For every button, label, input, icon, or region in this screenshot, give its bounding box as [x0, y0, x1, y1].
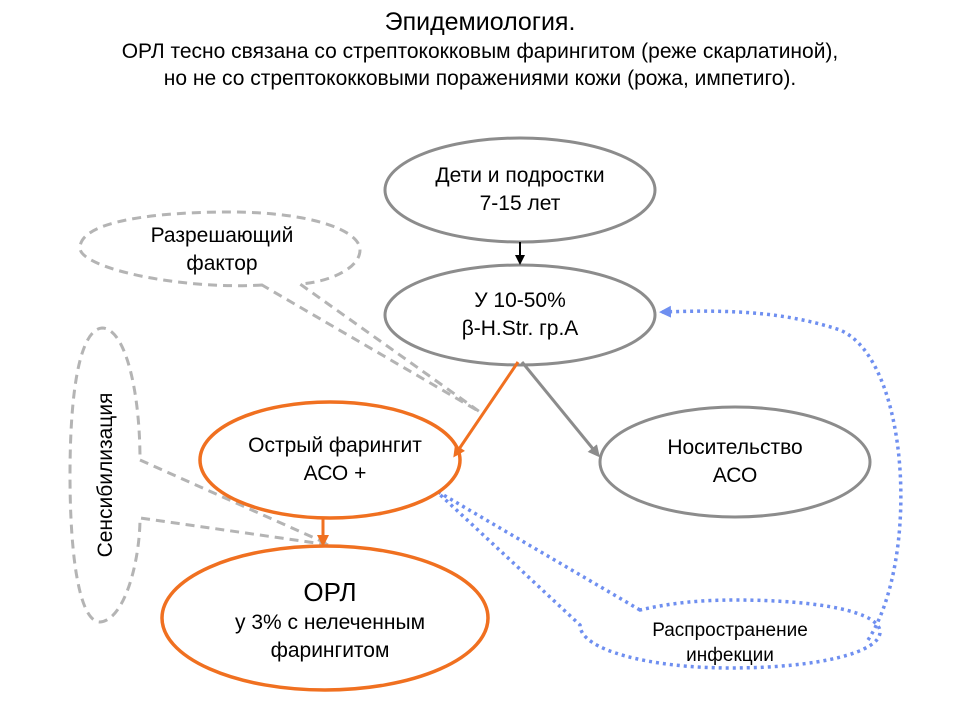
- sensitization-callout: [68, 326, 331, 624]
- arrow-strep-to-carriage: [520, 361, 600, 458]
- carriage-label-line1: Носительство: [667, 436, 803, 459]
- children-label-line1: Дети и подростки: [435, 164, 605, 187]
- subtitle-line-1: ОРЛ тесно связана со стрептококковым фар…: [121, 40, 839, 63]
- children-label: Дети и подростки 7-15 лет: [435, 162, 604, 218]
- children-label-line2: 7-15 лет: [479, 192, 561, 215]
- arrow-strep-to-pharyngitis: [453, 361, 520, 458]
- slide-title: Эпидемиология.: [384, 8, 576, 36]
- carriage-label-line2: АСО: [712, 464, 758, 487]
- carriage-label: Носительство АСО: [667, 434, 802, 490]
- pharyngitis-label-line1: Острый фарингит: [248, 434, 422, 457]
- spread-return-arrow: [659, 305, 903, 641]
- resolving-factor-label: Разрешающий фактор: [151, 222, 294, 278]
- carriage-node: [598, 405, 872, 519]
- resolving-factor-line2: фактор: [186, 252, 258, 275]
- pharyngitis-node: [198, 400, 462, 520]
- orl-label-line3: фарингитом: [270, 639, 390, 662]
- subtitle-line-2: но не со стрептококковыми поражениями ко…: [163, 67, 797, 90]
- slide-header: Эпидемиология. ОРЛ тесно связана со стре…: [0, 6, 960, 92]
- pharyngitis-label-line2: АСО +: [303, 462, 367, 485]
- resolving-factor-callout: [78, 210, 481, 414]
- orl-label: ОРЛ у 3% с нелеченным фарингитом: [235, 575, 425, 665]
- orl-label-line2: у 3% с нелеченным: [234, 611, 426, 634]
- orl-label-line1: ОРЛ: [303, 577, 357, 607]
- strep-label: У 10-50% β-H.Str. гр.А: [462, 287, 579, 343]
- strep-label-line1: У 10-50%: [474, 289, 566, 312]
- spread-infection-label: Распространение инфекции: [652, 618, 808, 668]
- resolving-factor-line1: Разрешающий: [150, 224, 294, 247]
- sensitization-label: Сенсибилизация: [94, 392, 117, 558]
- strep-label-line2: β-H.Str. гр.А: [461, 317, 579, 340]
- strep-node: [383, 263, 657, 367]
- spread-infection-line2: инфекции: [686, 645, 774, 666]
- pharyngitis-label: Острый фарингит АСО +: [248, 432, 422, 488]
- spread-infection-line1: Распространение: [652, 620, 808, 641]
